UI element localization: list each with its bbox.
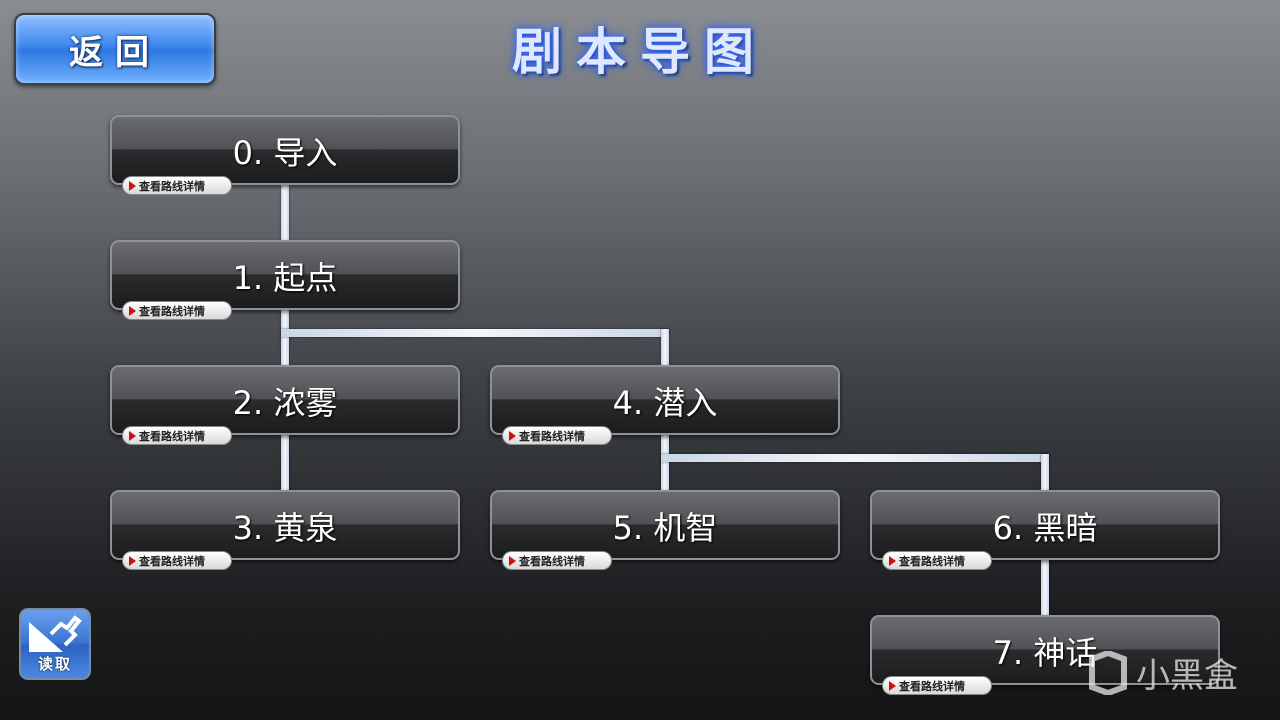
view-route-details-label: 查看路线详情 <box>899 679 965 693</box>
view-route-details-button[interactable]: 查看路线详情 <box>122 551 232 570</box>
route-node-label: 5. 机智 <box>612 509 718 547</box>
route-node[interactable]: 0. 导入 查看路线详情 <box>110 115 460 195</box>
play-icon <box>129 555 136 566</box>
connector <box>1041 454 1049 491</box>
page-title: 剧本导图 <box>512 22 768 81</box>
connector <box>661 454 1049 462</box>
play-icon <box>509 430 516 441</box>
view-route-details-label: 查看路线详情 <box>899 554 965 568</box>
route-node[interactable]: 6. 黑暗 查看路线详情 <box>870 490 1220 570</box>
view-route-details-button[interactable]: 查看路线详情 <box>882 551 992 570</box>
load-icon <box>29 615 82 652</box>
route-node[interactable]: 3. 黄泉 查看路线详情 <box>110 490 460 570</box>
play-icon <box>889 555 896 566</box>
route-node-label: 2. 浓雾 <box>232 384 338 422</box>
watermark-logo-icon <box>1089 650 1127 695</box>
route-node[interactable]: 2. 浓雾 查看路线详情 <box>110 365 460 445</box>
connector <box>281 185 289 241</box>
watermark: 小黑盒 <box>1088 648 1238 697</box>
view-route-details-button[interactable]: 查看路线详情 <box>882 676 992 695</box>
view-route-details-button[interactable]: 查看路线详情 <box>122 426 232 445</box>
play-icon <box>129 180 136 191</box>
view-route-details-label: 查看路线详情 <box>519 554 585 568</box>
connector <box>661 329 669 366</box>
route-node-label: 1. 起点 <box>232 259 338 297</box>
connector <box>281 329 669 337</box>
view-route-details-label: 查看路线详情 <box>139 179 205 193</box>
route-node[interactable]: 7. 神话 查看路线详情 <box>870 615 1220 695</box>
route-node[interactable]: 5. 机智 查看路线详情 <box>490 490 840 570</box>
route-node-label: 6. 黑暗 <box>992 509 1098 547</box>
load-label: 读取 <box>37 655 72 673</box>
connector <box>281 435 289 491</box>
view-route-details-label: 查看路线详情 <box>139 304 205 318</box>
view-route-details-label: 查看路线详情 <box>139 429 205 443</box>
view-route-details-button[interactable]: 查看路线详情 <box>502 551 612 570</box>
view-route-details-button[interactable]: 查看路线详情 <box>502 426 612 445</box>
connector <box>281 310 289 366</box>
route-node-label: 3. 黄泉 <box>232 509 338 547</box>
route-node[interactable]: 1. 起点 查看路线详情 <box>110 240 460 320</box>
route-node[interactable]: 4. 潜入 查看路线详情 <box>490 365 840 445</box>
play-icon <box>889 680 896 691</box>
load-button[interactable]: 读取 <box>19 608 91 680</box>
view-route-details-label: 查看路线详情 <box>139 554 205 568</box>
play-icon <box>129 430 136 441</box>
connector <box>661 435 669 491</box>
route-node-label: 4. 潜入 <box>612 384 718 422</box>
connector <box>1041 560 1049 616</box>
view-route-details-label: 查看路线详情 <box>519 429 585 443</box>
play-icon <box>509 555 516 566</box>
route-node-label: 7. 神话 <box>992 634 1098 672</box>
view-route-details-button[interactable]: 查看路线详情 <box>122 176 232 195</box>
route-node-label: 0. 导入 <box>232 134 338 172</box>
play-icon <box>129 305 136 316</box>
view-route-details-button[interactable]: 查看路线详情 <box>122 301 232 320</box>
back-button[interactable]: 返回 <box>14 13 216 85</box>
watermark-text: 小黑盒 <box>1136 656 1238 696</box>
